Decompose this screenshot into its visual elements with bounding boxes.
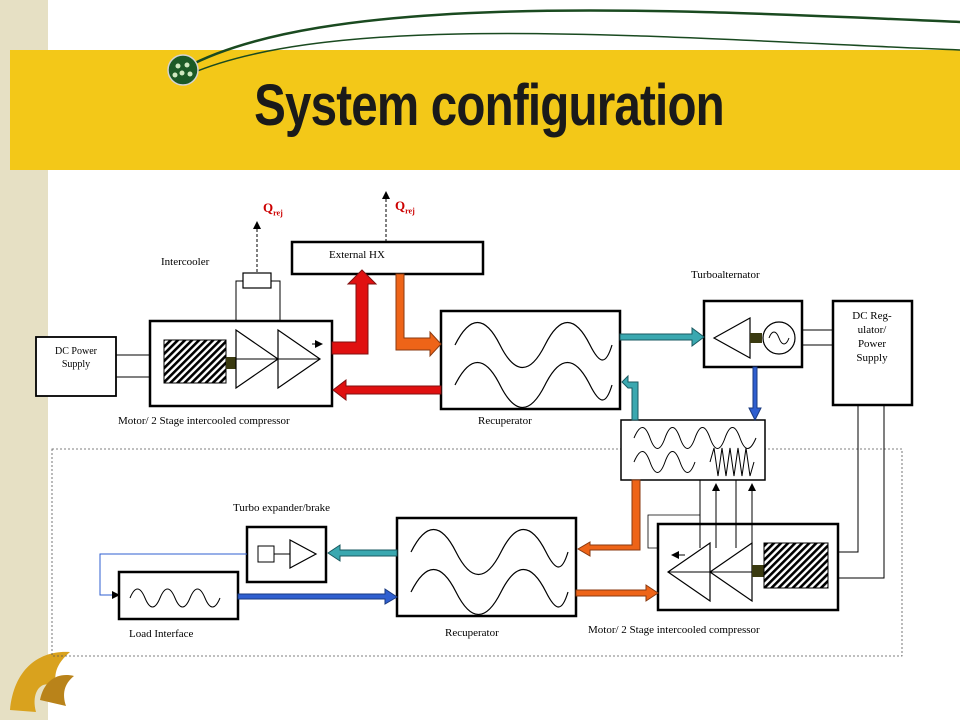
dc-power-supply-box — [35, 336, 117, 397]
recuperator-top-box — [439, 309, 622, 411]
qrej-letter: Q — [263, 200, 274, 215]
dc-regulator-box — [831, 299, 914, 407]
intercooler-label: Intercooler — [161, 256, 210, 268]
cold-flow-arrow-down — [748, 366, 762, 422]
dc-regulator-label: DC Reg-ulator/ Power Supply — [852, 310, 892, 364]
motor-compressor-bottom-label: Motor/ 2 Stage intercooled compressor — [588, 624, 760, 636]
cold-flow-arrow-load — [237, 588, 398, 605]
load-interface-label: Load Interface — [129, 628, 194, 640]
dashed-system-boundary — [51, 448, 903, 657]
qrej-letter: Q — [395, 198, 406, 213]
motor-bottom-hatched — [763, 542, 829, 589]
recuperator-bottom-box — [395, 516, 578, 618]
cool-flow-arrow-return — [621, 374, 639, 421]
motor-compressor-top-label: Motor/ 2 Stage intercooled compressor — [118, 415, 290, 427]
qrej-sub: rej — [273, 208, 283, 218]
external-hx-box — [290, 240, 485, 276]
recuperator-bottom-label: Recuperator — [445, 627, 499, 639]
warm-flow-arrow-bottom — [577, 479, 641, 557]
pegasus-logo-icon — [10, 651, 74, 712]
intercooler-box — [242, 272, 272, 289]
qrej-sub: rej — [405, 206, 415, 216]
turbo-expander-label: Turbo expander/brake — [233, 502, 331, 514]
decor-swoosh-2 — [189, 32, 960, 75]
warm-flow-arrow-down — [395, 273, 442, 358]
hot-flow-arrow-up — [331, 269, 378, 355]
slide-title: System configuration — [254, 73, 725, 138]
cool-flow-arrow-right — [619, 327, 705, 347]
hot-flow-arrow-left — [332, 378, 442, 402]
motor-top-hatched — [163, 339, 227, 384]
load-interface-box — [117, 570, 240, 621]
qrej-label-left: Qrej — [263, 200, 283, 218]
dc-power-supply-label: DC Power Supply — [55, 346, 97, 370]
warm-flow-arrow-compressor — [575, 584, 659, 602]
recuperator-top-label: Recuperator — [478, 415, 532, 427]
qrej-label-right: Qrej — [395, 198, 415, 216]
external-hx-label: External HX — [329, 249, 385, 261]
load-loop-line — [99, 553, 247, 599]
middle-heat-exchanger-box — [620, 419, 766, 481]
decor-swoosh-1 — [184, 9, 960, 70]
turboalternator-label: Turboalternator — [691, 269, 760, 281]
logo-ball-icon — [167, 54, 199, 86]
cool-flow-arrow-expander — [327, 544, 398, 562]
